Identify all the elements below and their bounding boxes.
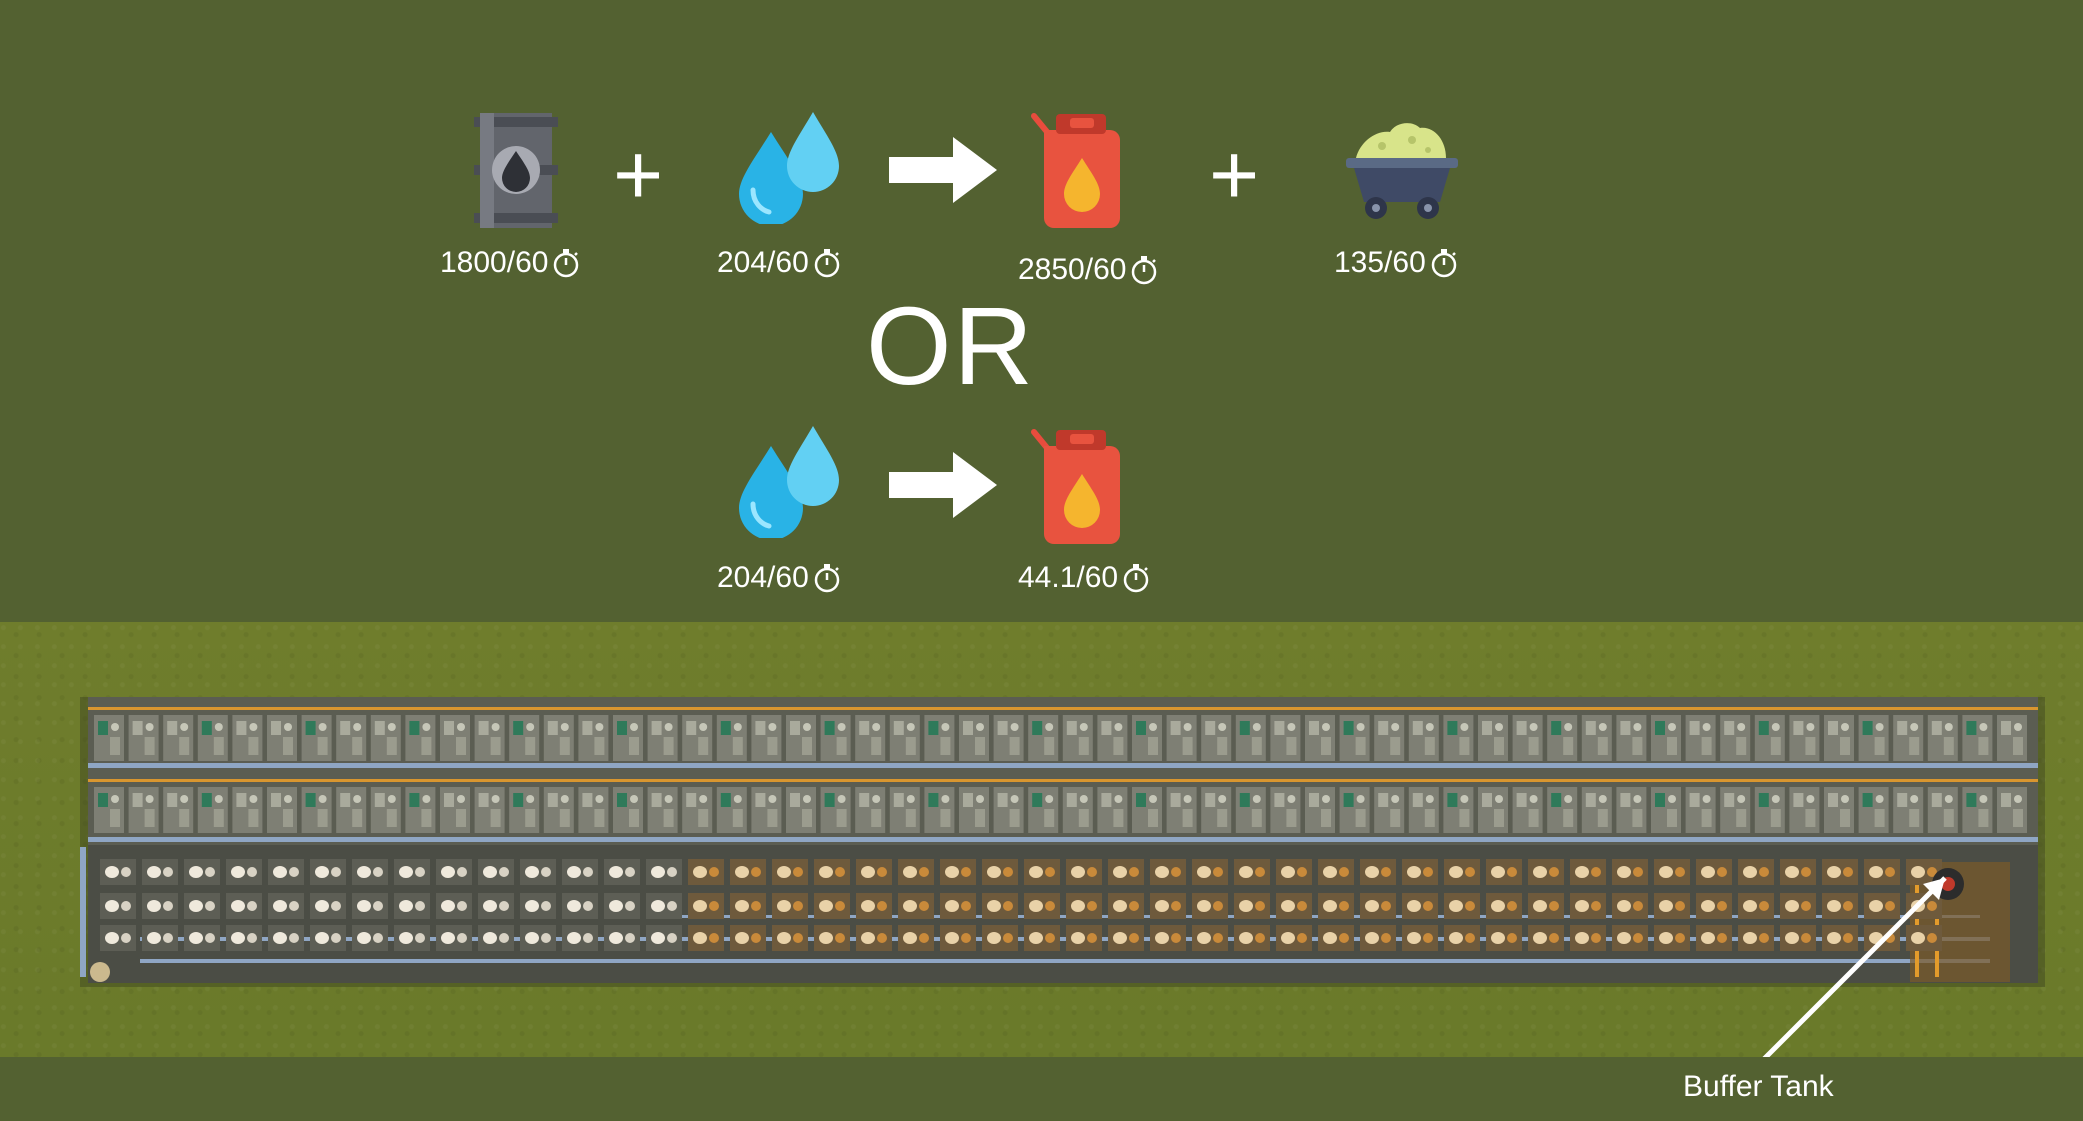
refinery-factory xyxy=(80,697,2045,987)
stopwatch-icon xyxy=(1428,247,1460,279)
crude-oil-rate: 1800/60 xyxy=(440,247,582,279)
or-separator: OR xyxy=(866,285,1035,408)
oil-barrel-icon xyxy=(474,113,558,228)
bottom-band xyxy=(0,1057,2083,1121)
plus-sign: + xyxy=(1209,127,1260,223)
stopwatch-icon xyxy=(1128,254,1160,286)
byproduct-rate: 135/60 xyxy=(1334,247,1460,279)
water-drops-icon xyxy=(735,426,845,538)
arrow-right-icon xyxy=(889,137,997,203)
plus-sign: + xyxy=(613,127,664,223)
pointer-arrow xyxy=(1761,876,1947,1062)
fuel-canister-icon xyxy=(1030,426,1130,544)
fuel-rate: 2850/60 xyxy=(1018,254,1160,286)
water-rate: 204/60 xyxy=(717,562,843,594)
stopwatch-icon xyxy=(811,247,843,279)
fuel-canister-icon xyxy=(1030,110,1130,228)
water-drops-icon xyxy=(735,112,845,224)
mine-cart-icon xyxy=(1346,118,1458,222)
arrow-right-icon xyxy=(889,452,997,518)
stopwatch-icon xyxy=(550,247,582,279)
buffer-tank-label: Buffer Tank xyxy=(1683,1070,1834,1103)
stopwatch-icon xyxy=(811,562,843,594)
water-rate: 204/60 xyxy=(717,247,843,279)
fuel-rate: 44.1/60 xyxy=(1018,562,1152,594)
stopwatch-icon xyxy=(1120,562,1152,594)
